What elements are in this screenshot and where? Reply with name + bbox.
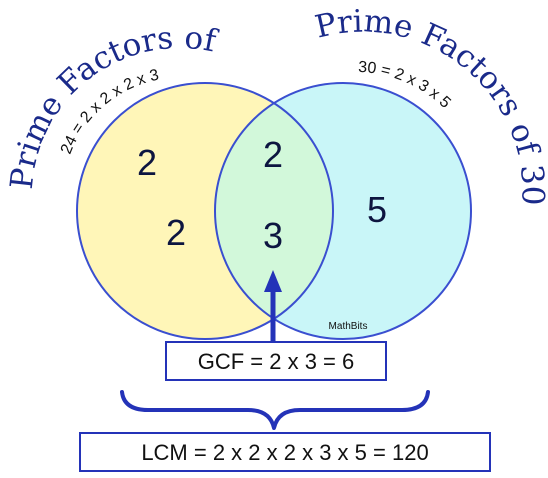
gcf-box bbox=[165, 341, 387, 381]
lcm-box bbox=[79, 432, 491, 472]
left-circle-outline bbox=[76, 82, 334, 340]
lcm-label: LCM = 2 x 2 x 2 x 3 x 5 = 120 bbox=[141, 440, 428, 465]
left-only-value: 2 bbox=[137, 142, 157, 183]
gcf-arrow-head bbox=[264, 270, 282, 292]
lcm-brace bbox=[120, 390, 430, 430]
intersection-value: 3 bbox=[263, 215, 283, 256]
gcf-label: GCF = 2 x 3 = 6 bbox=[198, 349, 355, 374]
intersection-value: 2 bbox=[263, 134, 283, 175]
intersection-region bbox=[215, 83, 333, 339]
right-circle-outline bbox=[214, 82, 472, 340]
right-only-value: 5 bbox=[367, 189, 387, 230]
left-only-value: 2 bbox=[166, 212, 186, 253]
credit-text: MathBits bbox=[329, 321, 368, 332]
